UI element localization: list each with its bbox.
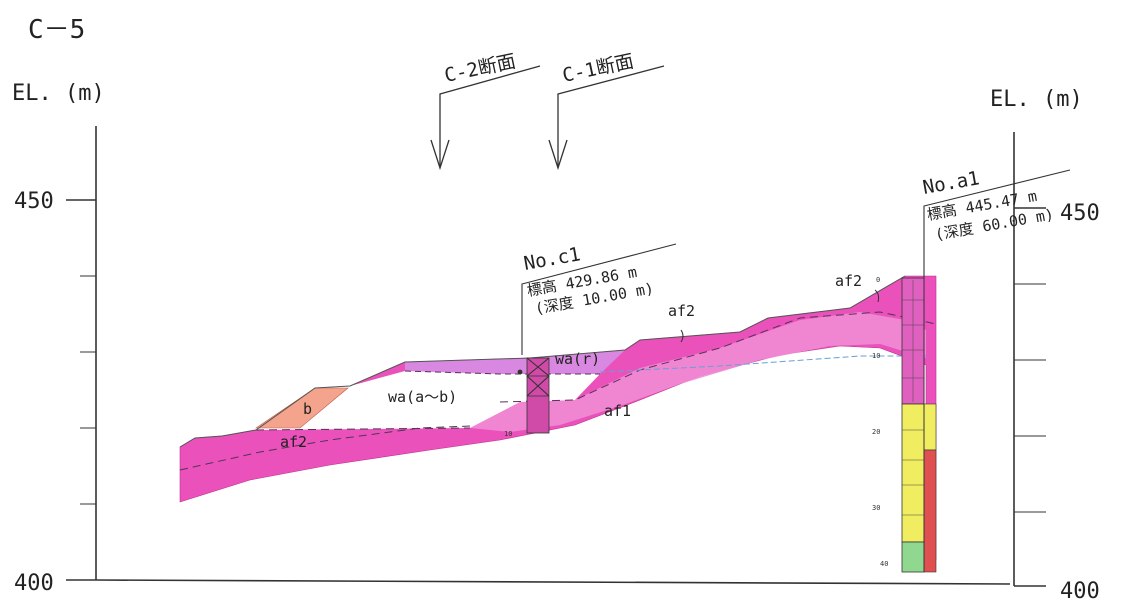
left-axis-label: EL. (m): [12, 81, 105, 106]
layer-wa-r: [405, 350, 625, 374]
left-tick-400: 400: [14, 571, 54, 596]
label-wa-r: wa(r): [555, 350, 600, 368]
left-tick-450: 450: [14, 189, 54, 214]
right-axis-label: EL. (m): [990, 87, 1083, 112]
label-af1: af1: [604, 402, 631, 420]
diagram-title: C－5: [28, 15, 85, 45]
layer-af1: [470, 312, 926, 432]
a1-depth-30: 30: [872, 504, 880, 512]
baseline: [95, 579, 1011, 585]
label-af2-mid: af2: [668, 302, 695, 320]
section-label-c2: C-2断面: [442, 50, 517, 87]
left-axis: EL. (m) 450 400: [12, 81, 105, 596]
label-af2-right: af2: [835, 272, 862, 290]
label-af2-left: af2: [280, 433, 307, 451]
layer-wa-ab: [256, 371, 600, 430]
label-b: b: [303, 400, 312, 418]
borehole-a1: No.a1 標高 445.47 m (深度 60.00 m) 0 10 20 3…: [872, 167, 1071, 573]
right-tick-450: 450: [1060, 201, 1100, 226]
section-marker-c2: C-2断面: [430, 50, 541, 171]
c1-depth-mark: 10: [504, 430, 512, 438]
a1-depth-40: 40: [880, 560, 888, 568]
right-tick-400: 400: [1060, 579, 1100, 601]
geology-layers: [179, 275, 937, 561]
section-label-c1: C-1断面: [560, 50, 635, 87]
layer-b: [255, 387, 349, 429]
section-marker-c1: C-1断面: [548, 50, 665, 171]
a1-depth-20: 20: [872, 428, 880, 436]
right-axis: EL. (m) 450 400: [990, 87, 1100, 601]
a1-depth-10: 10: [872, 352, 880, 360]
label-wa-ab: wa(a～b): [388, 388, 457, 406]
a1-depth-0: 0: [876, 276, 880, 284]
